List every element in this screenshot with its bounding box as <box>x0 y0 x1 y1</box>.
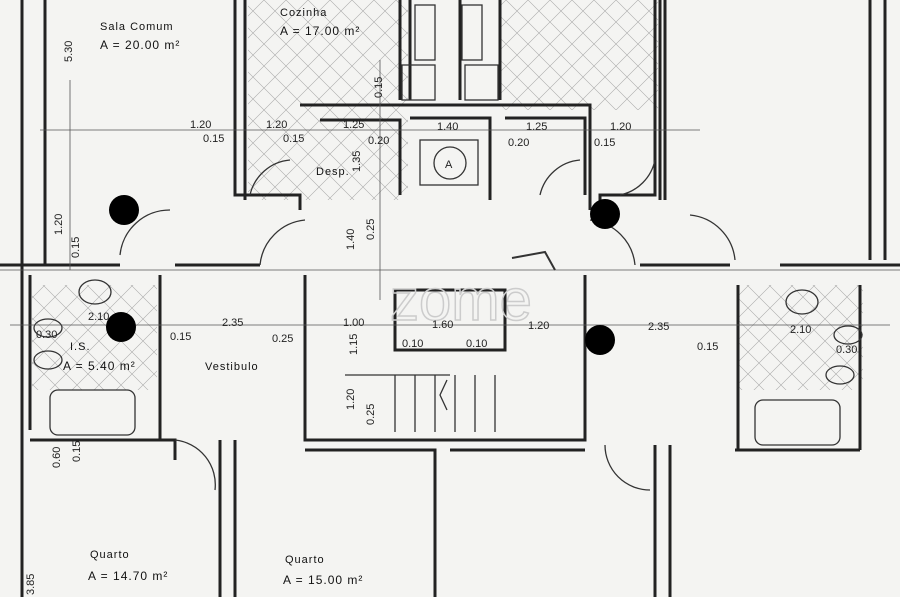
dimension-lines <box>0 60 900 326</box>
dim-label: 0.30 <box>836 344 857 356</box>
dim-label: 0.25 <box>272 333 293 345</box>
dim-label: 1.20 <box>528 320 549 332</box>
dim-label: 1.00 <box>343 317 364 329</box>
room-name: Quarto <box>90 549 130 561</box>
dim-label: 0.10 <box>402 338 423 350</box>
room-area: A = 15.00 m² <box>283 573 363 587</box>
room-area: A = 20.00 m² <box>100 38 180 52</box>
room-name: Cozinha <box>280 7 327 19</box>
dim-label: 0.30 <box>36 329 57 341</box>
room-name: Sala Comum <box>100 21 174 33</box>
hatched-floors <box>32 0 863 390</box>
handwritten-arrow-icon <box>511 250 556 271</box>
marker-dot <box>106 312 136 342</box>
room-name: Desp. <box>316 166 350 178</box>
dim-label: 0.20 <box>508 137 529 149</box>
dim-label: 1.15 <box>348 334 360 355</box>
dim-label: 5.30 <box>63 41 75 62</box>
dim-label: 0.15 <box>70 237 82 258</box>
dim-label: 0.10 <box>466 338 487 350</box>
dim-label: 0.15 <box>71 441 83 462</box>
room-area: A = 14.70 m² <box>88 569 168 583</box>
room-name: Vestibulo <box>205 361 259 373</box>
dim-label: 1.20 <box>190 119 211 131</box>
dim-label: 1.60 <box>432 319 453 331</box>
dim-label: 0.25 <box>365 219 377 240</box>
dim-label: 0.15 <box>283 133 304 145</box>
markers <box>106 195 620 355</box>
watermark: zome <box>390 268 532 333</box>
room-name: I.S. <box>70 341 91 353</box>
dim-label: 0.15 <box>170 331 191 343</box>
dim-label: 1.20 <box>345 389 357 410</box>
dim-label: 0.60 <box>51 447 63 468</box>
dim-label: 0.15 <box>203 133 224 145</box>
marker-dot <box>585 325 615 355</box>
dim-label: 1.20 <box>53 214 65 235</box>
dim-label: 0.15 <box>594 137 615 149</box>
dim-label: 3.85 <box>25 574 37 595</box>
dim-label: 1.40 <box>345 229 357 250</box>
room-area: A = 17.00 m² <box>280 24 360 38</box>
marker-dot <box>109 195 139 225</box>
elevator: A <box>419 139 479 186</box>
dim-label: 0.15 <box>697 341 718 353</box>
dim-label: 2.10 <box>88 311 109 323</box>
fixtures <box>33 4 863 491</box>
dimension-labels: 5.30 0.15 1.20 0.15 1.20 0.15 1.25 0.20 … <box>25 41 857 595</box>
dim-label: 1.20 <box>610 121 631 133</box>
elevator-label: A <box>445 159 453 171</box>
dim-label: 1.40 <box>437 121 458 133</box>
dim-label: 0.15 <box>373 77 385 98</box>
room-area: A = 5.40 m² <box>63 359 136 373</box>
dim-label: 1.20 <box>266 119 287 131</box>
dim-label: 2.35 <box>222 317 243 329</box>
dim-label: 2.35 <box>648 321 669 333</box>
dim-label: 2.10 <box>790 324 811 336</box>
dim-label: 0.20 <box>368 135 389 147</box>
marker-dot <box>590 199 620 229</box>
dim-label: 1.25 <box>343 119 364 131</box>
dim-label: 1.25 <box>526 121 547 133</box>
room-labels: Sala Comum A = 20.00 m² Cozinha A = 17.0… <box>63 7 363 587</box>
room-name: Quarto <box>285 554 325 566</box>
dim-label: 1.35 <box>351 151 363 172</box>
dim-label: 0.25 <box>365 404 377 425</box>
